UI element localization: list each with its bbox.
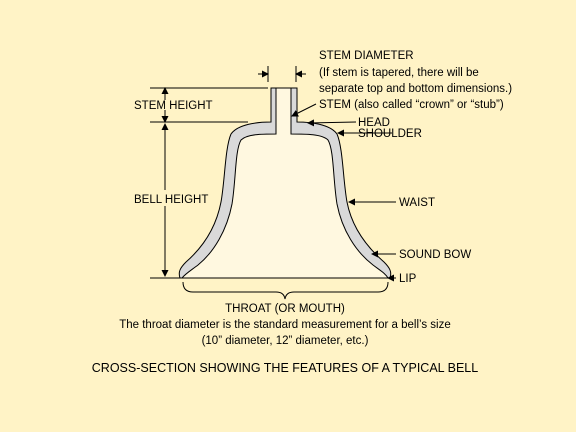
- label-stem-diameter-note-1: (If stem is tapered, there will be: [319, 67, 479, 79]
- throat-brace: [182, 281, 389, 300]
- label-throat-note-1: The throat diameter is the standard meas…: [119, 319, 451, 331]
- label-lip: LIP: [399, 273, 417, 285]
- label-shoulder: SHOULDER: [358, 128, 422, 140]
- label-bell-height: BELL HEIGHT: [134, 194, 208, 206]
- label-sound-bow: SOUND BOW: [399, 249, 471, 261]
- label-stem: STEM (also called “crown” or “stub”): [319, 99, 504, 111]
- label-head: HEAD: [358, 117, 390, 129]
- label-throat: THROAT (OR MOUTH): [225, 303, 345, 315]
- label-stem-height: STEM HEIGHT: [134, 100, 213, 112]
- diagram-caption: CROSS-SECTION SHOWING THE FEATURES OF A …: [92, 361, 478, 375]
- label-throat-note-2: (10” diameter, 12” diameter, etc.): [202, 335, 369, 347]
- label-waist: WAIST: [399, 197, 435, 209]
- label-stem-diameter-note-2: separate top and bottom dimensions.): [319, 83, 512, 95]
- label-stem-diameter: STEM DIAMETER: [319, 50, 414, 62]
